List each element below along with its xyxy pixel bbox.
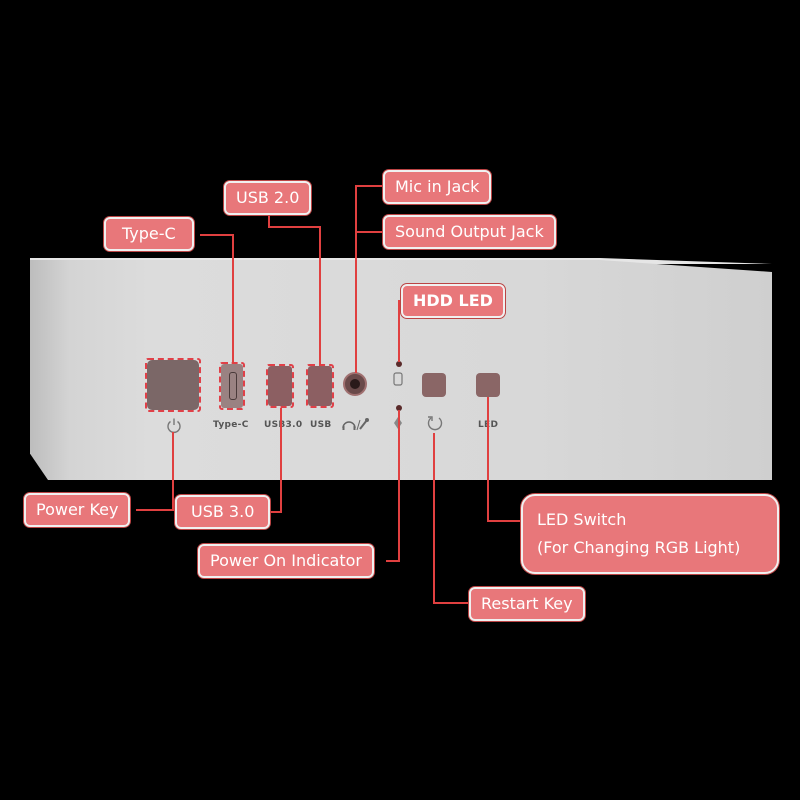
leader-power-on-v [398, 410, 400, 561]
label-restart-key: Restart Key [469, 587, 585, 621]
leader-led-h [487, 520, 523, 522]
leader-led-v [487, 397, 489, 521]
leader-hdd-v [398, 300, 400, 362]
label-led-switch-line1: LED Switch [537, 510, 627, 529]
label-usb30: USB 3.0 [175, 495, 271, 529]
usb20-port[interactable] [308, 366, 332, 406]
leader-type-c-h [200, 234, 233, 236]
label-usb20: USB 2.0 [224, 181, 312, 215]
leader-usb30-h [270, 511, 282, 513]
label-sound-output-jack: Sound Output Jack [383, 215, 556, 249]
label-led-switch: LED Switch (For Changing RGB Light) [521, 494, 779, 574]
leader-sound-h [357, 231, 385, 233]
leader-hdd-h [398, 300, 403, 302]
headphone-mic-icon [342, 418, 369, 431]
type-c-port[interactable] [221, 364, 243, 408]
restart-key-button[interactable] [422, 373, 446, 397]
led-switch-button[interactable] [476, 373, 500, 397]
type-c-slot [229, 372, 237, 400]
usb20-highlight [306, 364, 334, 408]
leader-mic-v [355, 185, 357, 373]
label-power-on-indicator: Power On Indicator [198, 544, 374, 578]
leader-usb30-v [280, 408, 282, 512]
leader-power-key-v [172, 432, 174, 510]
panel-text-usb30: USB3.0 [264, 420, 303, 430]
leader-usb20-v1 [268, 213, 270, 227]
leader-type-c-v [232, 234, 234, 364]
power-led [396, 405, 402, 411]
restart-icon [427, 416, 443, 431]
label-hdd-led: HDD LED [401, 284, 505, 318]
hdd-led [396, 361, 402, 367]
audio-jack-hole [350, 379, 360, 389]
leader-mic-h [355, 185, 385, 187]
leader-usb20-v2 [319, 226, 321, 366]
panel-text-usb: USB [310, 420, 332, 430]
leader-restart-v [433, 433, 435, 603]
leader-power-on-h [386, 560, 400, 562]
hdd-icon [393, 372, 403, 386]
power-icon [167, 418, 181, 433]
label-mic-in-jack: Mic in Jack [383, 170, 492, 204]
label-type-c: Type-C [104, 217, 194, 251]
power-key-highlight [145, 358, 201, 412]
usb30-highlight [266, 364, 294, 408]
panel-text-type-c: Type-C [213, 420, 249, 430]
leader-restart-h [433, 602, 471, 604]
leader-usb20-h [268, 226, 320, 228]
power-key-button[interactable] [147, 360, 199, 410]
usb30-port[interactable] [268, 366, 292, 406]
leader-power-key-h [136, 509, 174, 511]
label-power-key: Power Key [24, 493, 131, 527]
label-led-switch-line2: (For Changing RGB Light) [537, 538, 741, 557]
